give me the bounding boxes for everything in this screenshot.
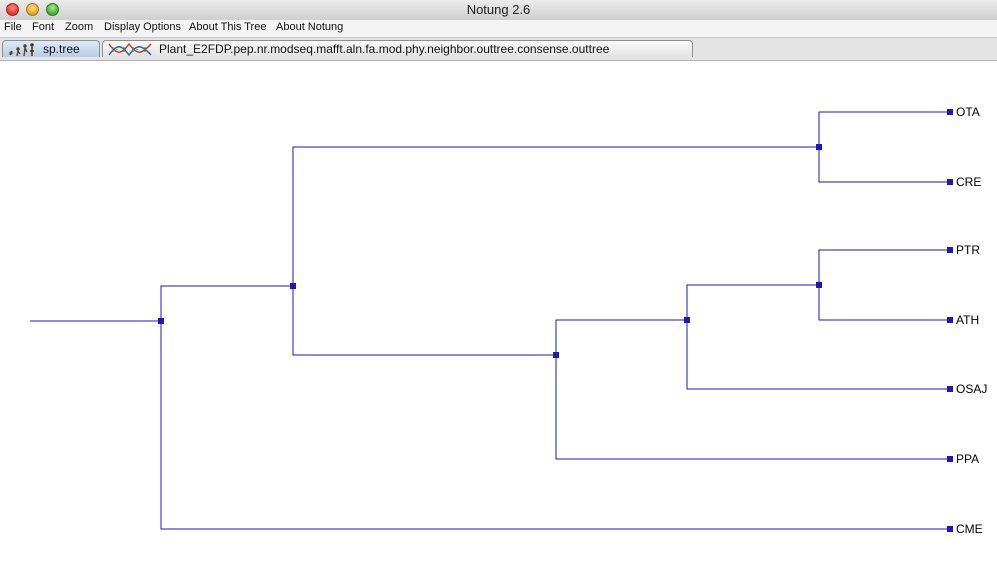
- leaf-node[interactable]: [947, 526, 953, 532]
- tab-bar: sp.tree Plant_E2FDP.pep.nr.modseq.mafft.…: [0, 38, 997, 61]
- internal-node[interactable]: [158, 318, 164, 324]
- tree-branch: [818, 111, 950, 147]
- leaf-label[interactable]: OTA: [956, 105, 980, 119]
- leaf-node[interactable]: [947, 247, 953, 253]
- leaf-node[interactable]: [947, 317, 953, 323]
- leaf-label[interactable]: PPA: [956, 452, 979, 466]
- tree-branch: [160, 321, 950, 530]
- leaf-node[interactable]: [947, 456, 953, 462]
- zoom-window-icon[interactable]: [46, 3, 59, 16]
- tree-branch: [818, 147, 950, 183]
- internal-node[interactable]: [684, 317, 690, 323]
- menu-zoom[interactable]: Zoom: [65, 21, 94, 33]
- menu-bar: File Font Zoom Display Options About Thi…: [0, 20, 997, 38]
- leaf-label[interactable]: CME: [956, 522, 983, 536]
- tree-branch: [160, 285, 293, 321]
- menu-font[interactable]: Font: [32, 21, 55, 33]
- evolution-icon: [9, 42, 34, 56]
- tree-branch: [292, 286, 556, 356]
- tree-canvas[interactable]: OTA CRE PTR ATH OSAJ PPA CME: [0, 61, 997, 561]
- close-window-icon[interactable]: [6, 3, 19, 16]
- internal-node[interactable]: [816, 282, 822, 288]
- tree-branch: [555, 319, 687, 355]
- leaf-label[interactable]: OSAJ: [956, 382, 987, 396]
- tab-plant-e2fdp-tree[interactable]: Plant_E2FDP.pep.nr.modseq.mafft.aln.fa.m…: [102, 40, 693, 57]
- internal-node[interactable]: [816, 144, 822, 150]
- leaf-label[interactable]: ATH: [956, 313, 979, 327]
- tree-branch: [818, 285, 950, 321]
- leaf-node[interactable]: [947, 386, 953, 392]
- tree-branches: [30, 111, 950, 530]
- leaf-node[interactable]: [947, 179, 953, 185]
- minimize-window-icon[interactable]: [26, 3, 39, 16]
- internal-node[interactable]: [553, 352, 559, 358]
- menu-about-notung[interactable]: About Notung: [276, 21, 344, 33]
- leaf-node[interactable]: [947, 109, 953, 115]
- menu-display-options[interactable]: Display Options: [104, 21, 182, 33]
- dna-icon: [108, 42, 152, 56]
- title-bar: Notung 2.6: [0, 0, 997, 21]
- window-title: Notung 2.6: [466, 2, 531, 17]
- menu-about-this-tree[interactable]: About This Tree: [189, 21, 267, 33]
- leaf-label[interactable]: PTR: [956, 243, 980, 257]
- tree-nodes: [158, 109, 953, 532]
- tree-branch: [686, 320, 950, 390]
- tab-sp-tree[interactable]: sp.tree: [2, 40, 100, 57]
- internal-node[interactable]: [290, 283, 296, 289]
- tree-branch: [555, 355, 950, 460]
- tab-label: Plant_E2FDP.pep.nr.modseq.mafft.aln.fa.m…: [159, 42, 610, 56]
- tree-leaf-labels: OTA CRE PTR ATH OSAJ PPA CME: [956, 105, 987, 536]
- tree-branch: [686, 284, 819, 320]
- leaf-label[interactable]: CRE: [956, 175, 981, 189]
- tree-branch: [292, 146, 819, 286]
- tab-label: sp.tree: [43, 42, 80, 56]
- tree-branch: [818, 249, 950, 285]
- menu-file[interactable]: File: [4, 21, 22, 33]
